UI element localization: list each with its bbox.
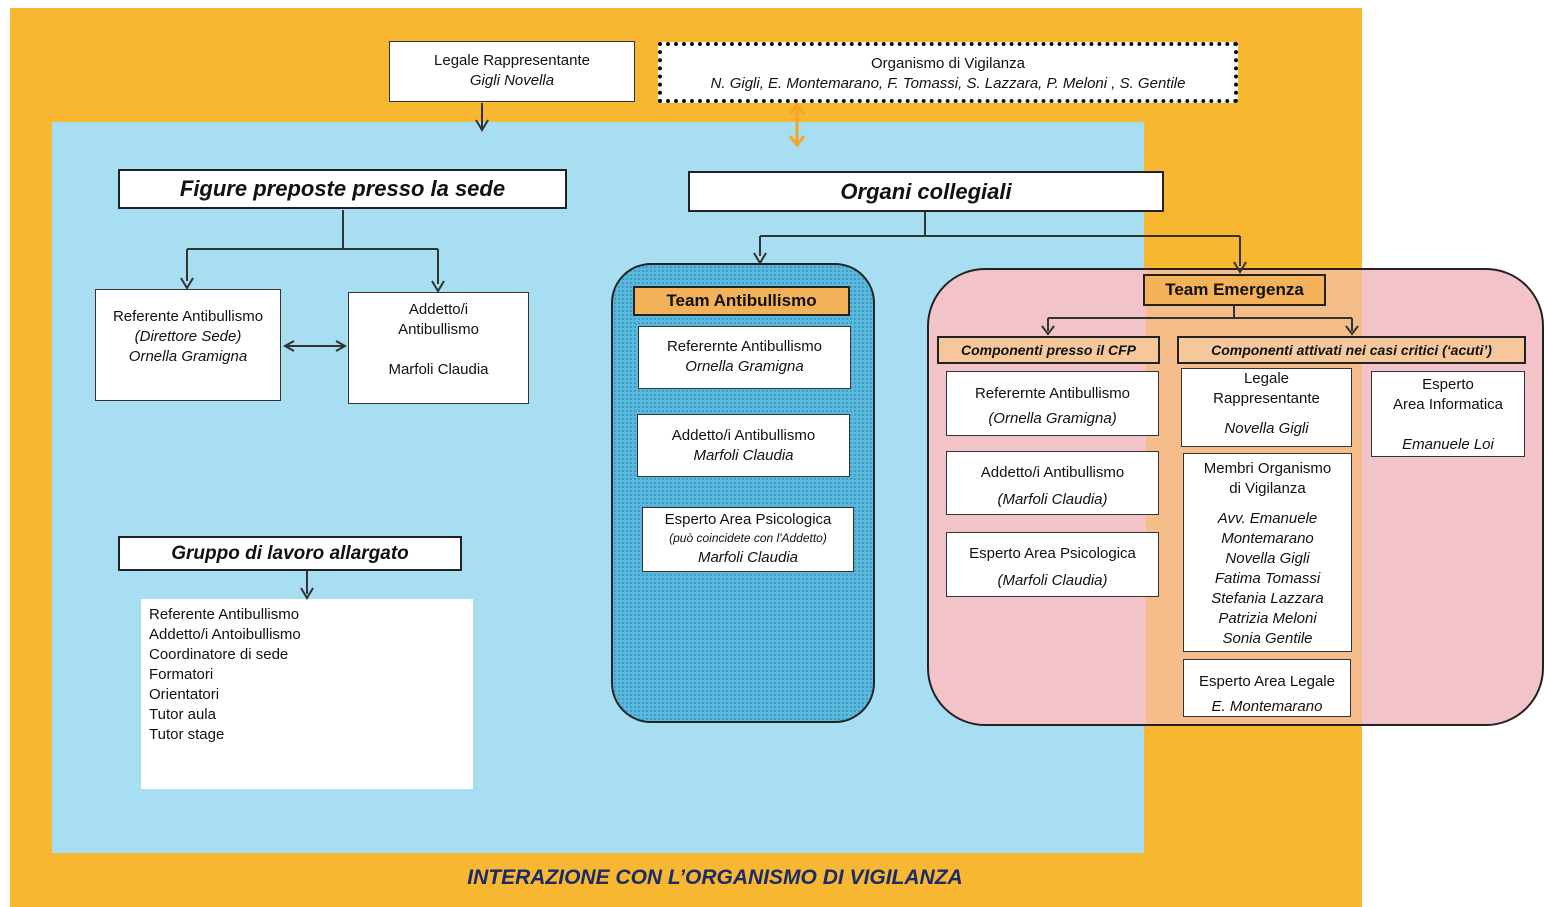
orange-arrowheads bbox=[788, 102, 806, 148]
membro-item: Montemarano bbox=[1221, 530, 1314, 547]
info-name: Emanuele Loi bbox=[1402, 436, 1494, 453]
membri-title-2: di Vigilanza bbox=[1229, 480, 1306, 497]
arrowhead-gruppo bbox=[300, 587, 314, 600]
membro-item: Patrizia Meloni bbox=[1218, 610, 1317, 627]
odv-members: N. Gigli, E. Montemarano, F. Tomassi, S.… bbox=[710, 75, 1186, 92]
add-title-2: Antibullismo bbox=[398, 321, 479, 338]
anti-addetto-box: Addetto/i Antibullismo Marfoli Claudia bbox=[637, 414, 850, 477]
connector-figure bbox=[186, 210, 439, 284]
emerg-legale-title-2: Rappresentante bbox=[1213, 390, 1320, 407]
membro-item: Fatima Tomassi bbox=[1214, 570, 1321, 587]
anti-add-title: Addetto/i Antibullismo bbox=[671, 427, 816, 444]
gruppo-item: Tutor aula bbox=[149, 706, 216, 723]
emerg-membri-box: Membri Organismo di Vigilanza Avv. Emanu… bbox=[1183, 453, 1352, 652]
legale-title: Legale Rappresentante bbox=[434, 52, 590, 69]
team-emergenza-title: Team Emergenza bbox=[1143, 274, 1326, 306]
membro-item: Avv. Emanuele bbox=[1217, 510, 1318, 527]
emerg-ref-title: Referernte Antibullismo bbox=[974, 385, 1131, 402]
membro-item: Stefania Lazzara bbox=[1211, 590, 1324, 607]
emerg-legale-box: Legale Rappresentante Novella Gigli bbox=[1181, 368, 1352, 447]
emerg-esperto-psicologica-box: Esperto Area Psicologica (Marfoli Claudi… bbox=[946, 532, 1159, 597]
connector-emergenza bbox=[1047, 306, 1353, 331]
anti-esperto-box: Esperto Area Psicologica (può coincidete… bbox=[642, 507, 854, 572]
figure-preposte-header: Figure preposte presso la sede bbox=[118, 169, 567, 209]
legal-expert-title: Esperto Area Legale bbox=[1199, 673, 1335, 690]
emerg-legale-expert-box: Esperto Area Legale E. Montemarano bbox=[1183, 659, 1351, 717]
emerg-add-name: (Marfoli Claudia) bbox=[997, 491, 1108, 508]
emerg-add-title: Addetto/i Antibullismo bbox=[980, 464, 1125, 481]
membro-item: Sonia Gentile bbox=[1222, 630, 1313, 647]
team-antibullismo-title: Team Antibullismo bbox=[633, 286, 850, 316]
ref-name: Ornella Gramigna bbox=[128, 348, 248, 365]
add-name: Marfoli Claudia bbox=[388, 361, 489, 378]
odv-title: Organismo di Vigilanza bbox=[871, 55, 1025, 72]
addetto-antibullismo-box: Addetto/i Antibullismo Marfoli Claudia bbox=[348, 292, 529, 404]
emerg-legale-title-1: Legale bbox=[1243, 370, 1290, 387]
anti-ref-title: Referernte Antibullismo bbox=[666, 338, 823, 355]
legale-rappresentante-box: Legale Rappresentante Gigli Novella bbox=[389, 41, 635, 102]
emerg-legale-name: Novella Gigli bbox=[1224, 420, 1309, 437]
arrowhead-legale bbox=[475, 119, 489, 132]
add-title-1: Addetto/i bbox=[408, 301, 469, 318]
anti-esp-title: Esperto Area Psicologica bbox=[664, 511, 832, 528]
gruppo-item: Referente Antibullismo bbox=[149, 606, 300, 623]
ref-role: (Direttore Sede) bbox=[134, 328, 242, 345]
ref-title: Referente Antibullismo bbox=[112, 308, 264, 325]
anti-esp-name: Marfoli Claudia bbox=[697, 549, 799, 566]
emerg-psi-name: (Marfoli Claudia) bbox=[997, 572, 1108, 589]
anti-ref-name: Ornella Gramigna bbox=[685, 358, 804, 375]
gruppo-lavoro-header: Gruppo di lavoro allargato bbox=[118, 536, 462, 571]
info-title-2: Area Informatica bbox=[1392, 396, 1504, 413]
gruppo-item: Coordinatore di sede bbox=[149, 646, 289, 663]
organi-collegiali-header: Organi collegiali bbox=[688, 171, 1164, 212]
referente-antibullismo-box: Referente Antibullismo (Direttore Sede) … bbox=[95, 289, 281, 401]
componenti-cfp-header: Componenti presso il CFP bbox=[937, 336, 1160, 364]
organismo-vigilanza-box: Organismo di Vigilanza N. Gigli, E. Mont… bbox=[658, 42, 1238, 103]
footer-title: INTERAZIONE CON L’ORGANISMO DI VIGILANZA bbox=[467, 866, 963, 889]
anti-referente-box: Referernte Antibullismo Ornella Gramigna bbox=[638, 326, 851, 389]
legal-expert-name: E. Montemarano bbox=[1211, 698, 1323, 715]
gruppo-item: Orientatori bbox=[149, 686, 220, 703]
emerg-addetto-box: Addetto/i Antibullismo (Marfoli Claudia) bbox=[946, 451, 1159, 515]
emerg-referente-box: Referernte Antibullismo (Ornella Gramign… bbox=[946, 371, 1159, 436]
emerg-psi-title: Esperto Area Psicologica bbox=[969, 545, 1136, 562]
membri-title-1: Membri Organismo bbox=[1203, 460, 1332, 477]
double-arrowheads bbox=[282, 340, 348, 352]
connector-organi bbox=[759, 212, 1241, 266]
emerg-ref-name: (Ornella Gramigna) bbox=[988, 410, 1117, 427]
gruppo-item: Addetto/i Antoibullismo bbox=[149, 626, 301, 643]
membro-item: Novella Gigli bbox=[1225, 550, 1310, 567]
info-title-1: Esperto bbox=[1422, 376, 1474, 393]
gruppo-item: Tutor stage bbox=[149, 726, 225, 743]
componenti-acuti-header: Componenti attivati nei casi critici (‘a… bbox=[1177, 336, 1526, 364]
anti-add-name: Marfoli Claudia bbox=[693, 447, 794, 464]
emerg-informatica-box: Esperto Area Informatica Emanuele Loi bbox=[1371, 371, 1525, 457]
arrowheads-figure bbox=[180, 277, 445, 293]
legale-name: Gigli Novella bbox=[469, 72, 555, 89]
gruppo-item: Formatori bbox=[149, 666, 214, 683]
anti-esp-note: (può coincidete con l'Addetto) bbox=[669, 531, 827, 545]
arrowheads-emergenza bbox=[1041, 325, 1359, 336]
arrowheads-organi bbox=[753, 252, 1247, 274]
